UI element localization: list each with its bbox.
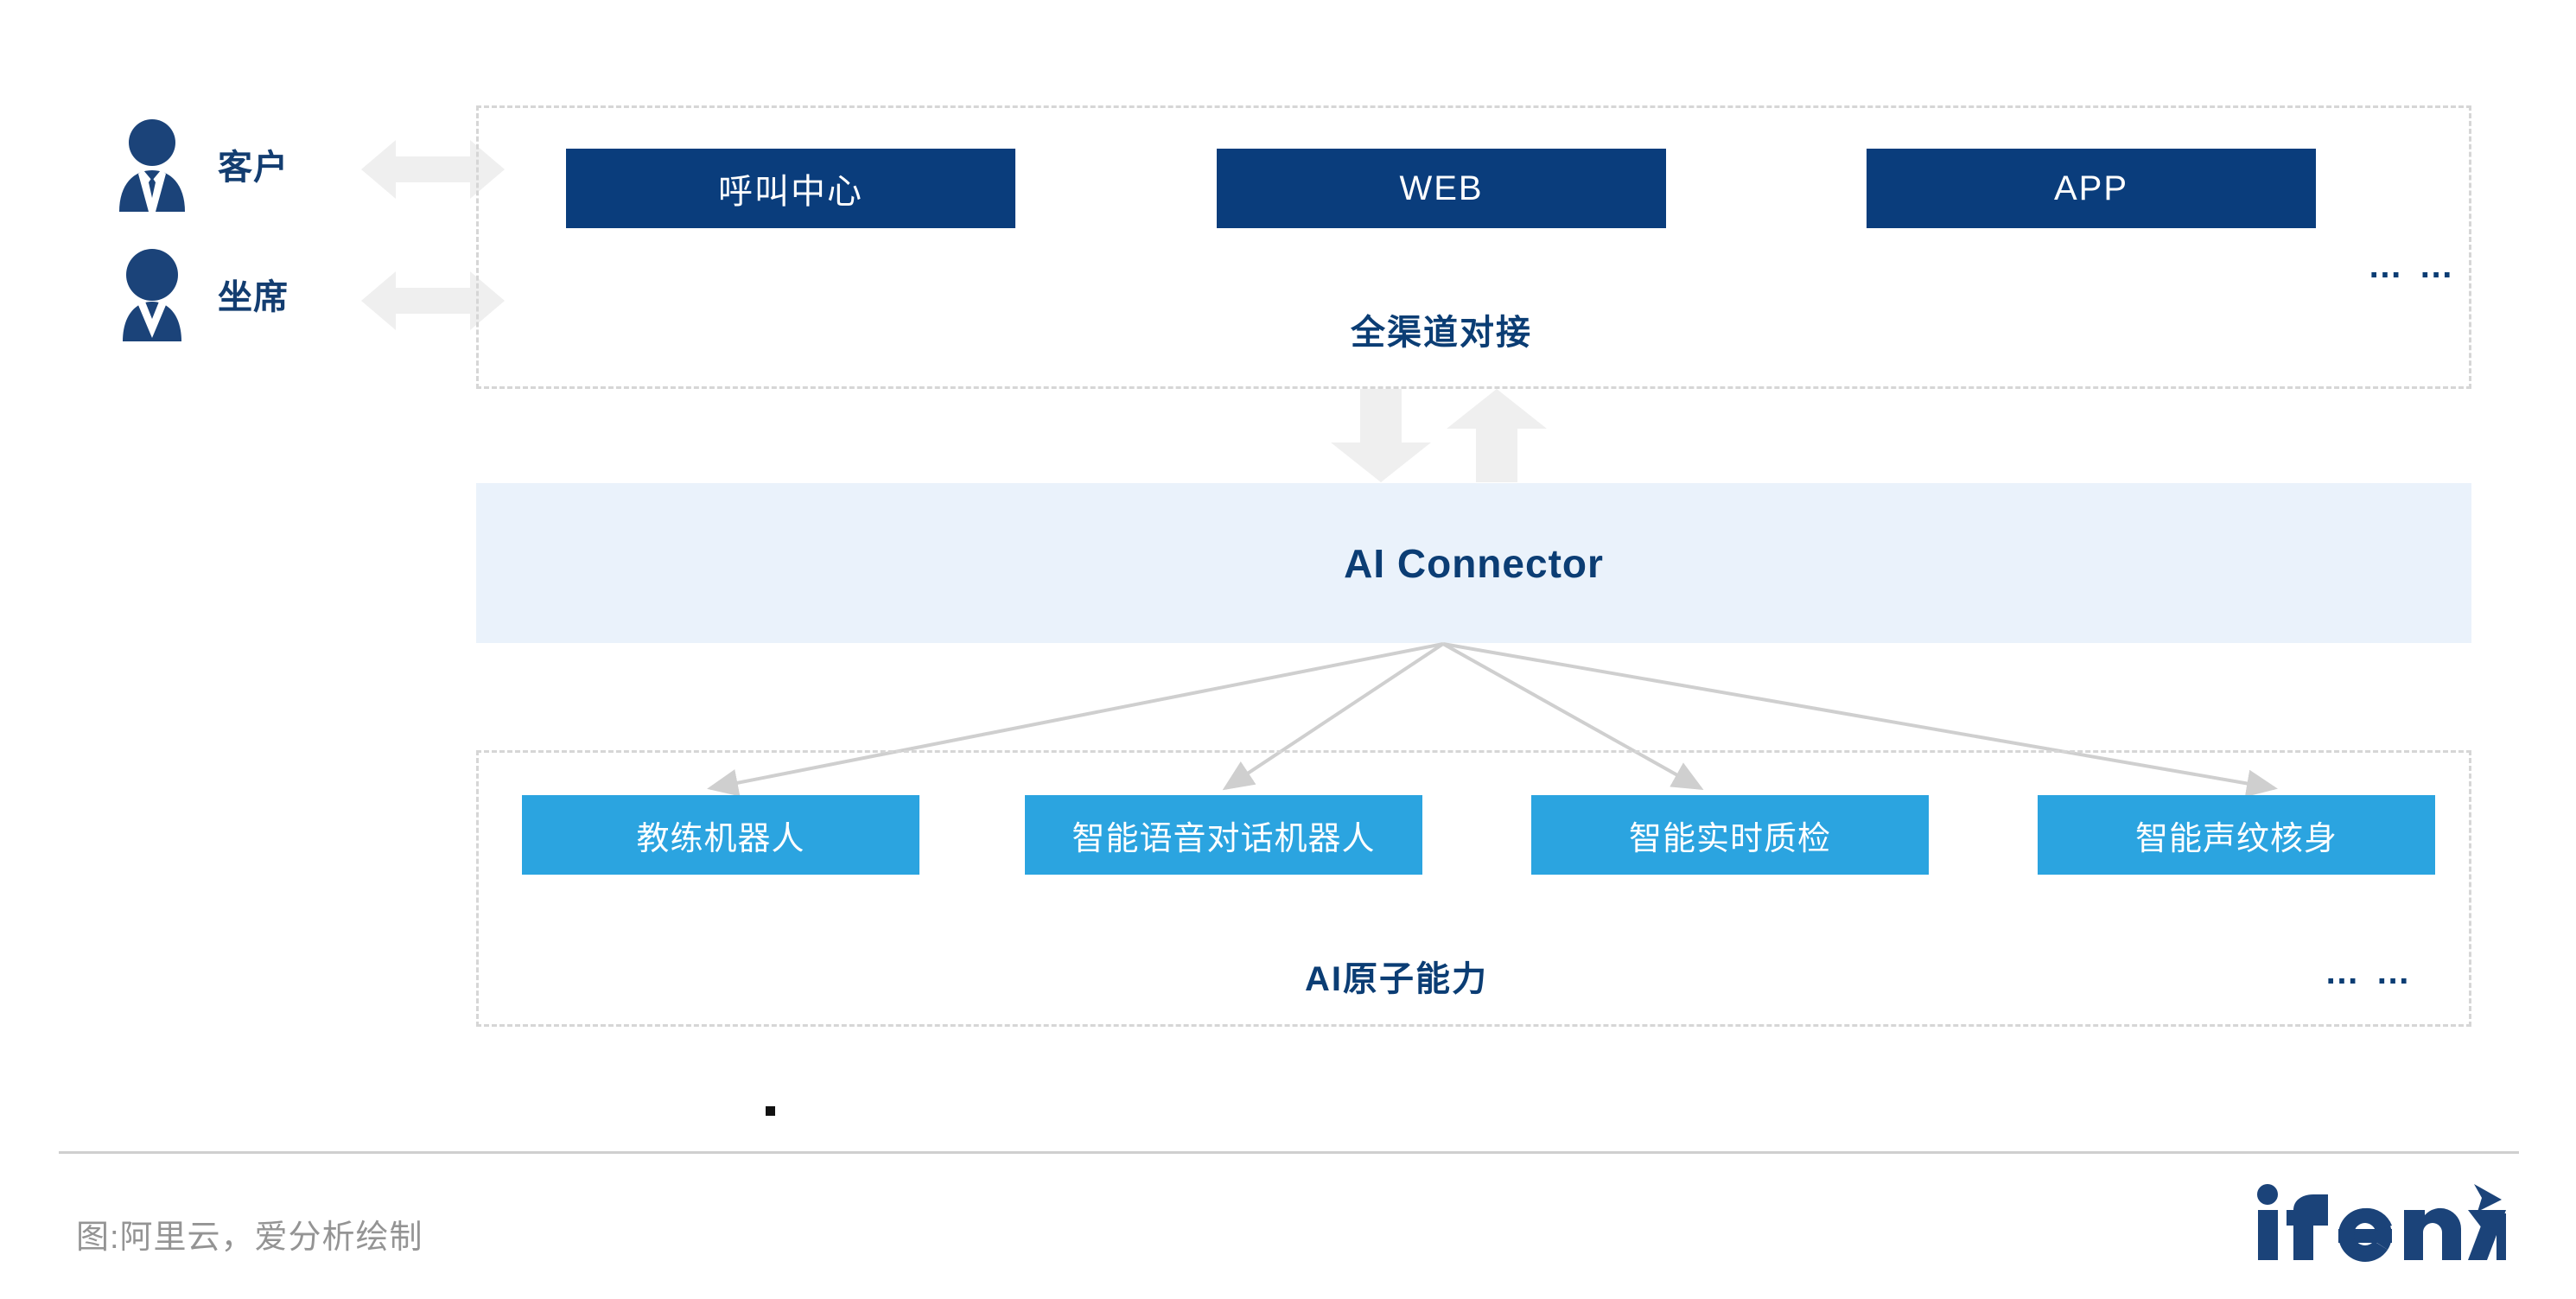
capability-box-coach-robot[interactable]: 教练机器人	[522, 795, 919, 875]
channel-box-web[interactable]: WEB	[1217, 149, 1666, 228]
capability-box-voiceprint-auth-label: 智能声纹核身	[2134, 820, 2337, 857]
channel-box-call-center[interactable]: 呼叫中心	[566, 149, 1015, 228]
capability-layer-ellipsis: … …	[2325, 953, 2414, 991]
channel-box-web-label: WEB	[1399, 169, 1484, 207]
capability-box-realtime-qc[interactable]: 智能实时质检	[1531, 795, 1929, 875]
actor-customer: 客户	[112, 117, 289, 212]
actor-customer-label: 客户	[218, 149, 289, 187]
down-arrow-icon	[1329, 389, 1433, 484]
agent-channel-double-arrow-icon	[361, 268, 505, 334]
customer-channel-double-arrow-icon	[361, 137, 505, 202]
channel-box-app[interactable]: APP	[1867, 149, 2316, 228]
channel-layer-container	[476, 105, 2471, 389]
agent-person-icon	[112, 246, 192, 341]
capability-box-voiceprint-auth[interactable]: 智能声纹核身	[2038, 795, 2435, 875]
channel-layer-ellipsis: … …	[2368, 247, 2458, 285]
footer-divider	[59, 1151, 2519, 1154]
actor-agent: 坐席	[112, 246, 289, 341]
capability-box-voice-dialog-robot-label: 智能语音对话机器人	[1072, 820, 1376, 857]
channel-box-call-center-label: 呼叫中心	[718, 173, 863, 211]
capability-box-realtime-qc-label: 智能实时质检	[1628, 820, 1831, 857]
channel-box-app-label: APP	[2053, 169, 2129, 207]
ifenxi-logo	[2255, 1182, 2506, 1262]
capability-box-voice-dialog-robot[interactable]: 智能语音对话机器人	[1025, 795, 1422, 875]
connector-fanout-lines	[707, 642, 2278, 798]
channel-layer-caption: 全渠道对接	[1351, 314, 1532, 352]
ai-connector-label: AI Connector	[1344, 540, 1604, 586]
ai-connector-band[interactable]: AI Connector	[476, 483, 2471, 643]
capability-layer-container	[476, 750, 2471, 1027]
capability-box-coach-robot-label: 教练机器人	[636, 820, 805, 857]
up-arrow-icon	[1445, 389, 1549, 484]
footer-source-caption: 图:阿里云，爱分析绘制	[76, 1219, 423, 1256]
capability-layer-caption: AI原子能力	[1305, 960, 1488, 998]
stray-dot-mark	[766, 1106, 775, 1116]
actor-agent-label: 坐席	[218, 278, 289, 316]
customer-person-icon	[112, 117, 192, 212]
